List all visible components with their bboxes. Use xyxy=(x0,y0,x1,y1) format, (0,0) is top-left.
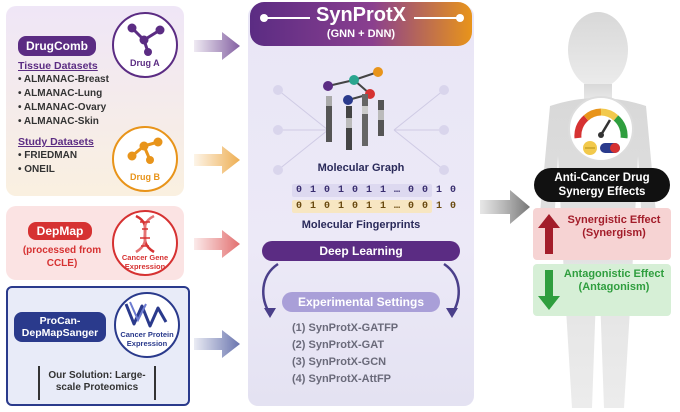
molecule-icon xyxy=(127,137,163,164)
arrow-down-icon xyxy=(538,270,560,310)
list-item: • ALMANAC-Skin xyxy=(18,116,99,127)
gene-expression-circle xyxy=(112,210,178,276)
procan-title-text: ProCan-DepMapSanger xyxy=(21,315,99,339)
tissue-datasets-heading: Tissue Datasets xyxy=(18,60,98,72)
header-dot-left xyxy=(260,14,268,22)
arrow-icon xyxy=(480,190,530,224)
curved-arrow-icon xyxy=(262,262,279,318)
list-item: • ALMANAC-Breast xyxy=(18,74,109,85)
study-datasets-list: • FRIEDMAN • ONEIL xyxy=(18,149,77,177)
network-background xyxy=(273,85,449,175)
curved-arrow-icon xyxy=(443,262,460,318)
header-line-left xyxy=(264,17,310,19)
protein-expression-circle xyxy=(114,292,180,358)
settings-list: (1) SynProtX-GATFP (2) SynProtX-GAT (3) … xyxy=(292,320,442,388)
synergistic-box xyxy=(533,208,671,260)
setting-item: (1) SynProtX-GATFP xyxy=(292,322,399,334)
tissue-datasets-list: • ALMANAC-Breast • ALMANAC-Lung • ALMANA… xyxy=(18,73,109,129)
deep-learning-bar: Deep Learning xyxy=(262,241,460,261)
list-item: • ALMANAC-Lung xyxy=(18,88,103,99)
antagonistic-box xyxy=(533,264,671,316)
molecular-fingerprints-label: Molecular Fingerprints xyxy=(301,219,421,231)
molecular-graph-label: Molecular Graph xyxy=(317,162,405,174)
arrow-icon xyxy=(194,330,240,358)
synergistic-label: Synergistic Effect (Synergism) xyxy=(567,214,661,239)
fingerprint-row-2: 0 1 0 1 0 1 1 … 0 0 1 0 xyxy=(292,200,456,213)
gene-expression-label: Cancer Gene Expression xyxy=(121,253,169,271)
model-header xyxy=(250,2,472,46)
gauge-icon xyxy=(574,108,628,155)
header-line-right xyxy=(414,17,460,19)
setting-item: (2) SynProtX-GAT xyxy=(292,339,385,351)
output-title: Anti-Cancer Drug Synergy Effects xyxy=(554,172,650,198)
setting-item: (4) SynProtX-AttFP xyxy=(292,373,391,385)
drug-a-label: Drug A xyxy=(130,58,160,68)
drugcomb-title: DrugComb xyxy=(18,36,96,56)
our-solution-box: Our Solution: Large-scale Proteomics xyxy=(38,366,156,400)
arrow-icon xyxy=(194,230,240,258)
molecule-icon xyxy=(127,23,165,56)
depmap-subtitle: (processed from CCLE) xyxy=(22,245,102,269)
header-dot-right xyxy=(456,14,464,22)
settings-title: Experimental Settings xyxy=(282,292,440,312)
list-item: • ALMANAC-Ovary xyxy=(18,102,107,113)
arrow-icon xyxy=(194,146,240,174)
list-item: • ONEIL xyxy=(18,164,55,175)
molecular-graph-icon xyxy=(323,67,384,150)
model-subtitle: (GNN + DNN) xyxy=(326,28,396,40)
depmap-title: DepMap xyxy=(28,222,92,240)
protein-icon xyxy=(124,301,168,328)
setting-item: (3) SynProtX-GCN xyxy=(292,356,387,368)
our-solution-text: Our Solution: Large-scale Proteomics xyxy=(48,370,146,393)
antagonistic-label: Antagonistic Effect (Antagonism) xyxy=(563,268,665,293)
output-title-box xyxy=(534,168,670,202)
protein-expression-label: Cancer Protein Expression xyxy=(120,330,174,348)
model-name: SynProtX xyxy=(315,4,407,26)
list-item: • FRIEDMAN xyxy=(18,150,78,161)
drug-b-label: Drug B xyxy=(130,172,160,182)
dna-icon xyxy=(135,214,155,254)
study-datasets-heading: Study Datasets xyxy=(18,136,94,148)
fingerprint-row-1: 0 1 0 1 0 1 1 … 0 0 1 0 xyxy=(292,184,456,197)
arrow-up-icon xyxy=(538,214,560,254)
arrow-icon xyxy=(194,32,240,60)
drug-b-circle xyxy=(112,126,178,192)
procan-title: ProCan-DepMapSanger xyxy=(14,312,106,342)
